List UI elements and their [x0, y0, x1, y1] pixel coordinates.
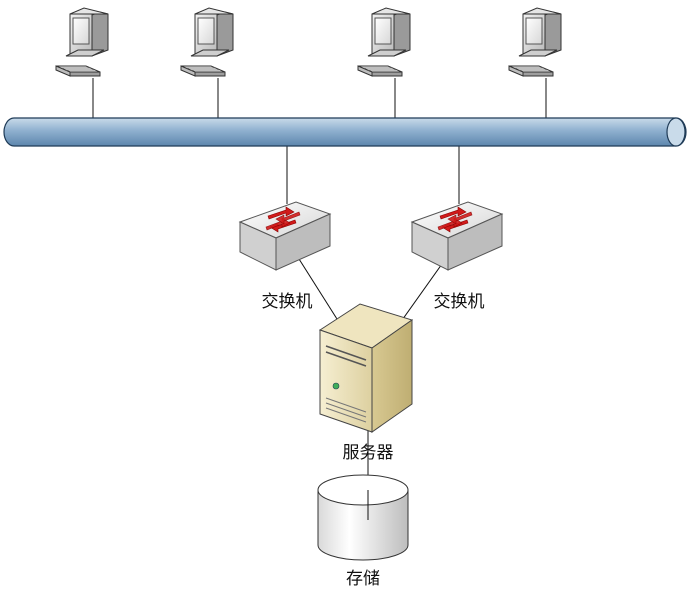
workstation-icon: [55, 7, 109, 77]
switch-left-label: 交换机: [262, 292, 313, 312]
storage-label: 存储: [346, 569, 380, 589]
workstation-icon: [357, 7, 411, 77]
switch-left-icon: [239, 201, 331, 271]
storage-icon: [317, 474, 409, 561]
switch-right-label: 交换机: [434, 292, 485, 312]
workstation-icon: [508, 7, 562, 77]
workstation-icon: [180, 7, 234, 77]
network-bus: [3, 117, 687, 147]
server-label: 服务器: [343, 443, 394, 463]
server-icon: [318, 303, 414, 433]
switch-right-icon: [411, 201, 503, 271]
